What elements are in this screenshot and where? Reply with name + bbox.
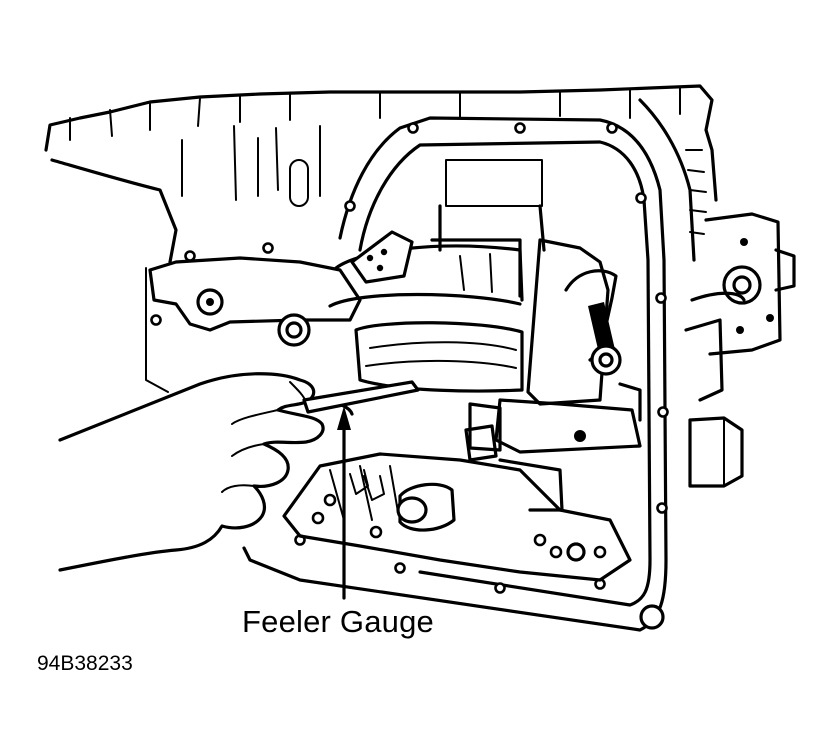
- feeler-gauge-blade: [302, 380, 420, 414]
- left-flange: [145, 256, 362, 393]
- callout-leader: [337, 406, 351, 600]
- extension-housing: [684, 212, 796, 488]
- servo-assembly: [328, 159, 546, 393]
- figure-code: 94B38233: [37, 652, 133, 675]
- feeler-gauge-label: Feeler Gauge: [242, 604, 434, 639]
- shift-linkage: [464, 238, 642, 512]
- pan-flange: [150, 116, 669, 632]
- valve-body: [282, 452, 632, 582]
- transmission-case: [44, 84, 718, 264]
